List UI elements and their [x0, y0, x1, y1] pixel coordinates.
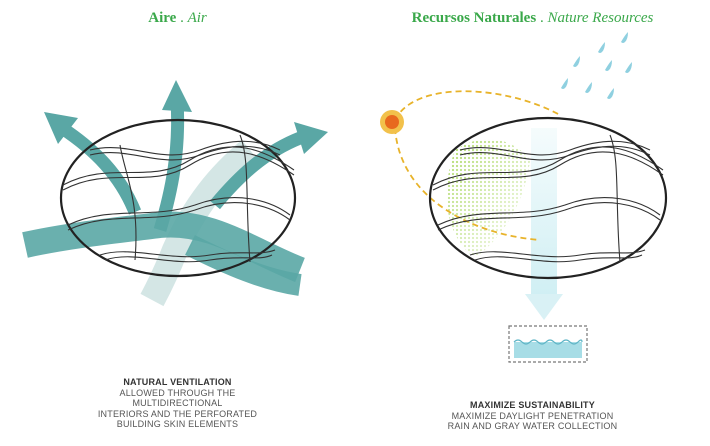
air-title-separator: . — [176, 10, 188, 26]
daylight-penetration — [446, 139, 530, 258]
sun-path — [394, 90, 561, 121]
resources-panel: Recursos Naturales . Nature Resources — [355, 0, 710, 446]
resources-title-es: Recursos Naturales — [411, 10, 537, 26]
air-caption: NATURAL VENTILATION ALLOWED THROUGH THE … — [0, 377, 355, 430]
airflow-band-main — [22, 211, 305, 283]
sun-icon — [380, 110, 404, 134]
resources-title-en: Nature Resources — [547, 10, 654, 26]
airflow-arrow-icon — [44, 112, 142, 215]
air-title-en: Air — [187, 10, 207, 26]
resources-caption-line: RAIN AND GRAY WATER COLLECTION — [447, 421, 618, 431]
air-caption-heading: NATURAL VENTILATION — [123, 377, 232, 387]
resources-diagram — [380, 32, 668, 363]
resources-title: Recursos Naturales . Nature Resources — [355, 10, 710, 27]
air-diagram — [22, 80, 328, 307]
rainwater-flow — [525, 128, 563, 320]
resources-caption-line: MAXIMIZE DAYLIGHT PENETRATION — [451, 410, 614, 421]
resources-caption: MAXIMIZE SUSTAINABILITY MAXIMIZE DAYLIGH… — [355, 400, 710, 432]
raindrop-icon — [561, 32, 632, 99]
water-tank-icon — [508, 325, 588, 363]
sun-path — [394, 127, 541, 241]
air-caption-line: BUILDING SKIN ELEMENTS — [116, 419, 239, 429]
resources-title-separator: . — [536, 10, 548, 26]
airflow-arrow-icon — [210, 122, 328, 210]
air-caption-line: MULTIDIRECTIONAL — [132, 398, 223, 408]
airflow-band-lower — [185, 235, 302, 296]
building-outline — [428, 116, 668, 280]
building-skin-lines — [432, 134, 664, 263]
building-skin-lines — [62, 134, 295, 263]
air-caption-line: ALLOWED THROUGH THE — [119, 387, 236, 398]
air-title-es: Aire — [148, 10, 177, 26]
air-panel: Aire . Air — [0, 10, 355, 430]
building-outline — [59, 118, 297, 278]
air-title: Aire . Air — [0, 10, 355, 27]
resources-caption-heading: MAXIMIZE SUSTAINABILITY — [470, 400, 595, 410]
air-caption-line: INTERIORS AND THE PERFORATED — [97, 408, 258, 419]
airflow-light-band — [140, 140, 259, 307]
